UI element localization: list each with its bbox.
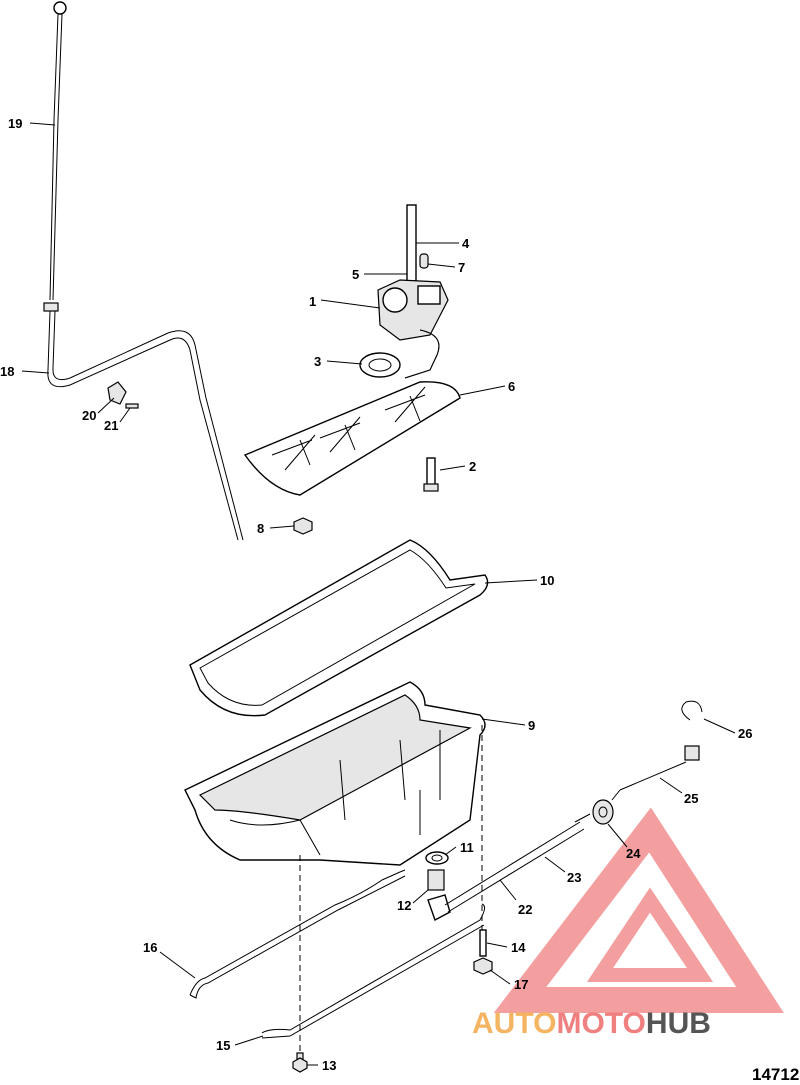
retaining-pin xyxy=(419,253,429,269)
figure-number: 14712 xyxy=(752,1065,799,1084)
watermark-logo xyxy=(493,807,784,1013)
oil-pump xyxy=(377,279,449,379)
pan-bolt xyxy=(292,1052,308,1073)
oil-pan xyxy=(184,681,486,866)
callout-9: 9 xyxy=(528,718,535,733)
clamp-screw xyxy=(125,403,139,409)
callout-18: 18 xyxy=(0,364,14,379)
callout-2: 2 xyxy=(469,459,476,474)
drain-washer xyxy=(425,851,449,865)
oil-level-sensor xyxy=(611,745,700,801)
callout-20: 20 xyxy=(82,408,96,423)
callout-13: 13 xyxy=(322,1058,336,1073)
pump-drive-shaft xyxy=(406,204,417,286)
tube-clamp xyxy=(107,381,127,405)
callout-19: 19 xyxy=(8,116,22,131)
callout-11: 11 xyxy=(460,840,474,855)
alignment-lines xyxy=(299,725,483,1052)
pan-nut xyxy=(473,957,493,975)
baffle-bolt xyxy=(423,457,439,492)
callout-3: 3 xyxy=(314,354,321,369)
retainer-clip xyxy=(681,700,703,721)
callout-1: 1 xyxy=(309,294,316,309)
oil-baffle xyxy=(243,381,461,496)
oil-pan-gasket xyxy=(189,539,489,717)
callout-24: 24 xyxy=(626,846,641,861)
callout-15: 15 xyxy=(216,1038,230,1053)
callout-16: 16 xyxy=(143,940,157,955)
callout-25: 25 xyxy=(684,791,698,806)
sensor-tube xyxy=(444,813,591,913)
dipstick xyxy=(49,1,67,301)
callout-26: 26 xyxy=(738,726,752,741)
callout-4: 4 xyxy=(462,236,470,251)
watermark-text-auto: AUTO xyxy=(472,1007,556,1040)
side-seal-left xyxy=(261,903,486,1039)
callout-leaders xyxy=(21,122,736,1066)
dipstick-tube xyxy=(43,302,244,541)
callout-7: 7 xyxy=(458,260,465,275)
watermark-text-moto: MOTO xyxy=(556,1007,645,1040)
pickup-screen xyxy=(359,352,401,378)
callout-10: 10 xyxy=(540,573,554,588)
callout-5: 5 xyxy=(352,267,359,282)
callout-23: 23 xyxy=(567,870,581,885)
watermark-text-hub: HUB xyxy=(646,1007,711,1040)
callout-17: 17 xyxy=(514,977,528,992)
callout-21: 21 xyxy=(104,418,118,433)
sensor-grommet xyxy=(592,799,614,825)
callout-8: 8 xyxy=(257,521,264,536)
callout-6: 6 xyxy=(508,379,515,394)
callout-labels: 19 18 20 21 4 5 7 1 3 6 2 8 10 9 26 25 2… xyxy=(0,116,752,1073)
callout-12: 12 xyxy=(397,898,411,913)
callout-22: 22 xyxy=(518,902,532,917)
callout-14: 14 xyxy=(511,940,526,955)
pan-stud xyxy=(479,929,487,957)
baffle-nut xyxy=(293,517,313,535)
side-seal-right xyxy=(189,869,406,999)
watermark-text: AUTOMOTOHUB xyxy=(472,1007,711,1040)
drain-plug xyxy=(427,869,451,922)
